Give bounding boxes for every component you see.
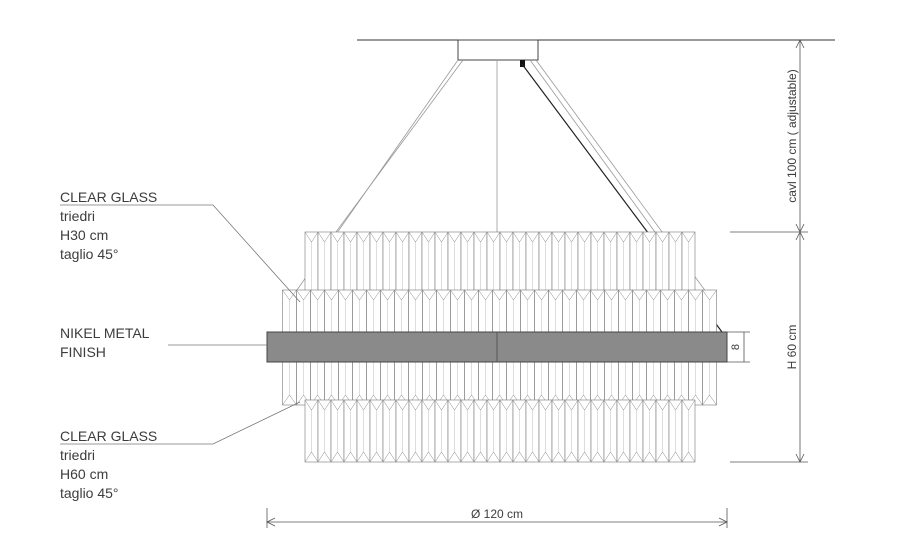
bottom-glass-material: CLEAR GLASS bbox=[60, 428, 158, 444]
top-glass-material: CLEAR GLASS bbox=[60, 189, 158, 205]
metal-finish-line2: FINISH bbox=[60, 344, 106, 360]
metal-finish-line1: NIKEL METAL bbox=[60, 325, 150, 341]
lower-glass-tier bbox=[304, 399, 696, 463]
top-glass-height: H30 cm bbox=[60, 227, 109, 243]
cable-clamp bbox=[520, 60, 525, 67]
upper-glass-tier bbox=[304, 231, 696, 301]
top-glass-cut: taglio 45° bbox=[60, 246, 119, 262]
leader-lines bbox=[60, 204, 301, 445]
bottom-glass-label: CLEAR GLASS triedri H60 cm taglio 45° bbox=[60, 427, 157, 503]
metal-finish-label: NIKEL METAL FINISH bbox=[60, 324, 149, 362]
bottom-glass-height: H60 cm bbox=[60, 466, 109, 482]
height-dimension bbox=[730, 231, 808, 463]
top-glass-label: CLEAR GLASS triedri H30 cm taglio 45° bbox=[60, 188, 157, 264]
diameter-dimension bbox=[266, 508, 728, 528]
ring-dimension bbox=[727, 331, 750, 363]
ceiling-canopy bbox=[457, 39, 539, 61]
top-glass-type: triedri bbox=[60, 208, 96, 224]
diameter-label: Ø 120 cm bbox=[470, 507, 524, 521]
height-label: H 60 cm bbox=[785, 324, 799, 370]
cable-length-label: cavl 100 cm ( adjustable) bbox=[785, 69, 799, 203]
ring-height-label: 8 bbox=[730, 343, 742, 351]
bottom-glass-cut: taglio 45° bbox=[60, 485, 119, 501]
bottom-glass-type: triedri bbox=[60, 447, 96, 463]
